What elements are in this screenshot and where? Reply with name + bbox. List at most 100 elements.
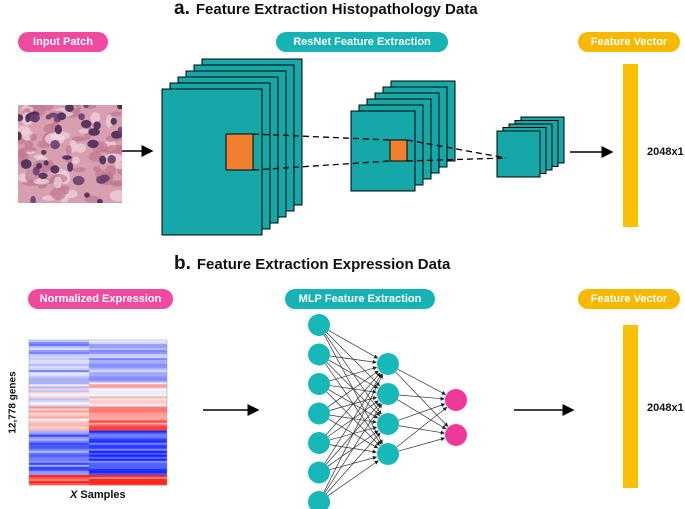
heatmap-row	[89, 388, 167, 391]
heatmap-row	[89, 442, 167, 446]
heatmap-row	[89, 438, 167, 442]
cell-nucleus	[30, 195, 36, 203]
tissue-blob	[53, 176, 63, 189]
cell-nucleus	[116, 105, 122, 110]
heatmap-row	[29, 458, 89, 462]
heatmap-row	[89, 476, 167, 480]
heatmap-row	[29, 360, 89, 363]
tissue-blob	[74, 143, 87, 153]
feature-vector-label-b: Feature Vector	[578, 289, 680, 309]
tissue-blob	[50, 187, 67, 201]
mlp-input-node	[308, 491, 330, 509]
mlp-connection	[329, 366, 378, 382]
heatmap-row	[89, 434, 167, 438]
heatmap-row	[29, 344, 89, 347]
feature-vector-bar-a	[623, 64, 638, 227]
heatmap-row	[29, 470, 89, 474]
heatmap-row	[89, 430, 167, 434]
heatmap-row	[89, 418, 167, 421]
heatmap-row	[29, 420, 89, 423]
mlp-output-node	[445, 424, 467, 446]
tissue-blob	[78, 128, 90, 134]
cell-nucleus	[41, 149, 47, 155]
cell-nucleus	[20, 159, 32, 169]
heatmap-row	[29, 348, 89, 351]
cell-nucleus	[67, 162, 74, 172]
heatmap-row	[89, 342, 167, 345]
heatmap-row	[89, 392, 167, 395]
heatmap-row	[29, 422, 89, 425]
heatmap-row	[89, 344, 167, 347]
heatmap-row	[29, 442, 89, 446]
projection-line	[252, 133, 391, 141]
heatmap-row	[29, 468, 89, 472]
heatmap-row	[29, 476, 89, 480]
mlp-input-node	[308, 461, 330, 484]
heatmap-row	[89, 358, 167, 361]
mlp-input-node	[308, 432, 330, 454]
tissue-blob	[90, 112, 101, 124]
heatmap-row	[89, 366, 167, 369]
cell-nucleus	[107, 155, 117, 164]
cell-nucleus	[88, 128, 100, 136]
heatmap-row	[89, 420, 167, 423]
cell-nucleus	[57, 112, 67, 121]
heatmap-row	[89, 462, 167, 466]
heatmap-row	[29, 406, 89, 409]
panel-b-letter: b.	[174, 253, 191, 274]
mlp-input-node	[308, 343, 330, 366]
expression-heatmap	[28, 339, 168, 486]
tissue-blob	[72, 167, 86, 173]
heatmap-row	[89, 440, 167, 444]
heatmap-row	[89, 404, 167, 407]
heatmap-row	[29, 396, 89, 399]
mlp-input-node	[308, 373, 330, 395]
heatmap-row	[29, 440, 89, 444]
heatmap-row	[89, 360, 167, 363]
cell-nucleus	[72, 175, 85, 186]
tissue-blob	[105, 165, 117, 177]
heatmap-row	[89, 370, 167, 373]
heatmap-row	[29, 478, 89, 482]
heatmap-row	[89, 398, 167, 401]
heatmap-row	[29, 450, 89, 454]
tissue-blob	[109, 190, 122, 202]
heatmap-row	[29, 378, 89, 381]
cell-nucleus	[84, 192, 90, 198]
heatmap-row	[29, 428, 89, 432]
mlp-connection	[398, 403, 446, 421]
heatmap-row	[89, 460, 167, 464]
heatmap-row	[89, 422, 167, 425]
heatmap-row	[89, 380, 167, 383]
input-patch-image	[18, 105, 122, 203]
mlp-connection	[395, 371, 449, 427]
heatmap-row	[29, 452, 89, 456]
tissue-blob	[88, 151, 102, 162]
panel-b-title-text: Feature Extraction Expression Data	[196, 256, 451, 273]
heatmap-row	[89, 474, 167, 478]
normalized-expression-label: Normalized Expression	[28, 289, 173, 309]
heatmap-row	[89, 384, 167, 387]
tissue-blob	[108, 180, 122, 187]
heatmap-row	[29, 364, 89, 367]
cell-nucleus	[18, 114, 24, 122]
feature-map-stack-small	[496, 116, 565, 178]
projection-line	[252, 160, 391, 171]
mlp-input-node	[308, 402, 330, 425]
mlp-hidden-node	[377, 443, 399, 465]
mlp-hidden-node	[377, 353, 399, 375]
cell-nucleus	[96, 198, 103, 203]
projection-line	[406, 139, 507, 159]
mlp-connection	[324, 373, 382, 464]
cell-nucleus	[78, 113, 85, 121]
tissue-blob	[71, 136, 87, 142]
tissue-blob	[24, 140, 34, 149]
heatmap-row	[89, 478, 167, 482]
heatmap-row	[89, 458, 167, 462]
heatmap-row	[29, 482, 89, 486]
cell-nucleus	[50, 139, 60, 150]
samples-axis-label: X Samples	[70, 489, 126, 501]
heatmap-row	[89, 394, 167, 397]
heatmap-row	[29, 342, 89, 345]
